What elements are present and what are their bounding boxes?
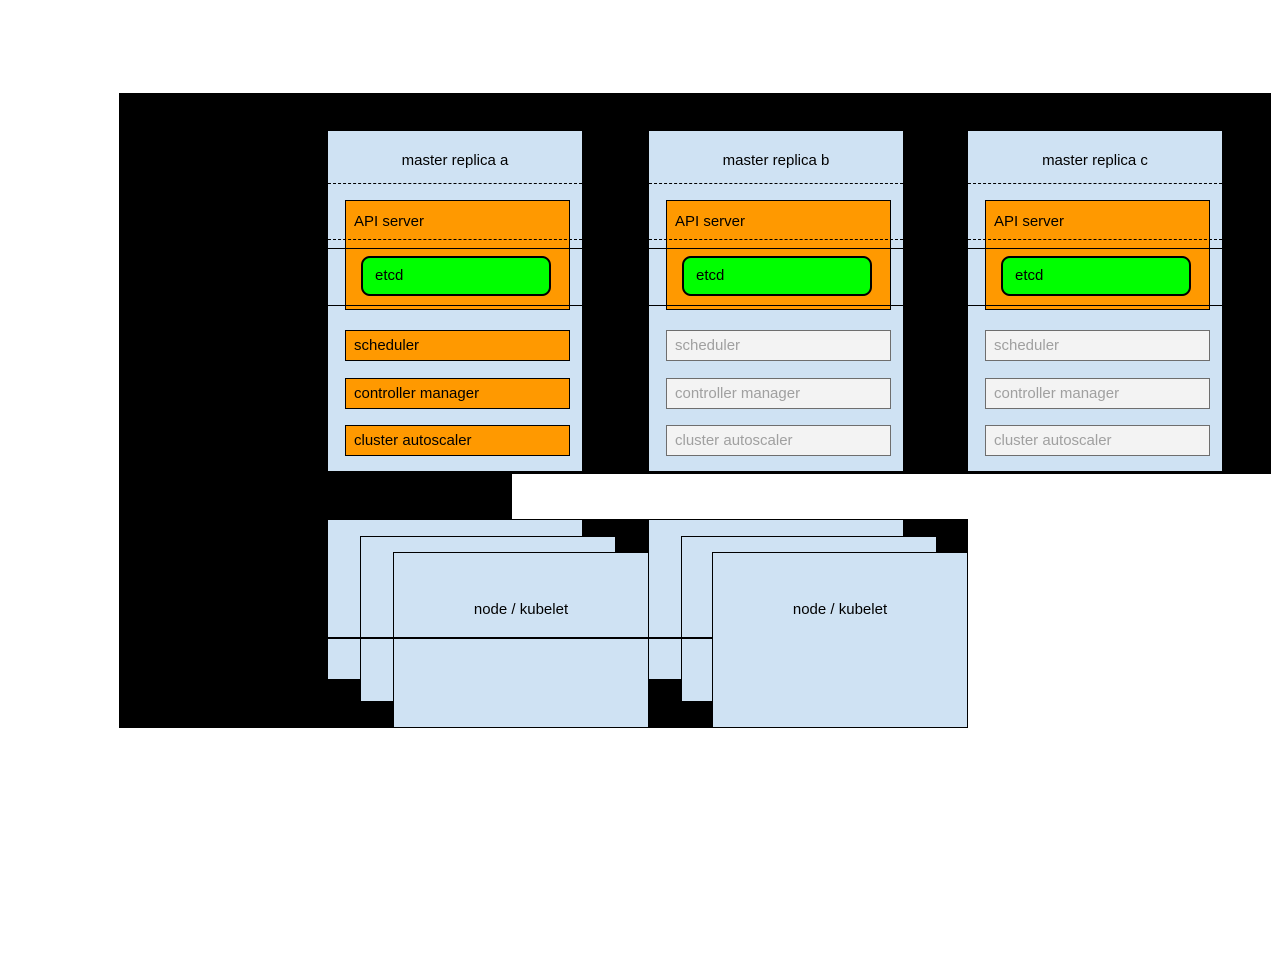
divider-dashed-top [328,183,582,184]
node-box-front: node / kubelet [393,552,649,728]
node-label: node / kubelet [792,601,888,618]
service-box-controller-manager: controller manager [666,378,891,409]
divider-dashed-mid [968,239,1222,240]
divider-solid-lower [649,305,903,306]
service-box-controller-manager: controller manager [985,378,1210,409]
master-title: master replica a [401,152,509,169]
service-box-cluster-autoscaler: cluster autoscaler [345,425,570,456]
master-replica-c-box: master replica c API server etcd schedul… [967,130,1223,472]
divider-dashed-top [968,183,1222,184]
etcd-label: etcd [1015,267,1044,284]
divider-solid-upper [328,248,582,249]
master-replica-a-box: master replica a API server etcd schedul… [327,130,583,472]
node-connector-line [327,637,713,639]
service-box-scheduler: scheduler [985,330,1210,361]
api-server-label: API server [994,213,1065,230]
divider-solid-lower [328,305,582,306]
etcd-label: etcd [375,267,404,284]
master-replica-b-box: master replica b API server etcd schedul… [648,130,904,472]
service-box-controller-manager: controller manager [345,378,570,409]
api-server-label: API server [354,213,425,230]
etcd-box: etcd [682,256,872,296]
node-box-front: node / kubelet [712,552,968,728]
service-box-cluster-autoscaler: cluster autoscaler [985,425,1210,456]
divider-solid-lower [968,305,1222,306]
master-title: master replica b [722,152,830,169]
master-title: master replica c [1042,152,1148,169]
divider-solid-upper [968,248,1222,249]
divider-dashed-mid [649,239,903,240]
divider-dashed-top [649,183,903,184]
etcd-box: etcd [1001,256,1191,296]
api-server-label: API server [675,213,746,230]
service-box-cluster-autoscaler: cluster autoscaler [666,425,891,456]
divider-solid-upper [649,248,903,249]
service-box-scheduler: scheduler [666,330,891,361]
canvas-background-left-strip [119,474,512,519]
divider-dashed-mid [328,239,582,240]
node-label: node / kubelet [473,601,569,618]
etcd-box: etcd [361,256,551,296]
service-box-scheduler: scheduler [345,330,570,361]
etcd-label: etcd [696,267,725,284]
